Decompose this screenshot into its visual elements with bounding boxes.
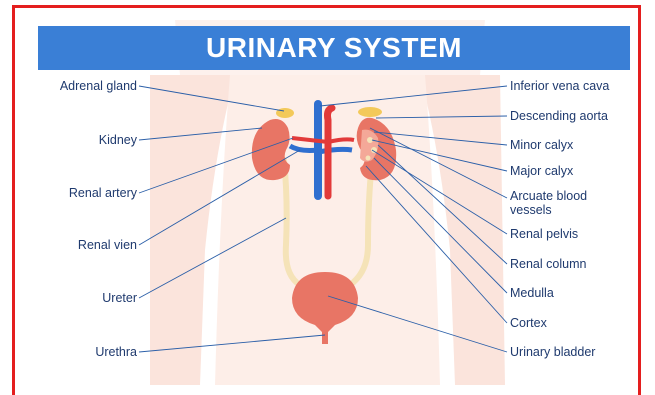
- label-medulla: Medulla: [510, 286, 554, 300]
- label-urethra: Urethra: [40, 345, 137, 359]
- label-descending-aorta: Descending aorta: [510, 109, 608, 123]
- left-adrenal-gland: [276, 108, 294, 118]
- label-arcuate-blood-vessels: Arcuate blood vessels: [510, 189, 587, 217]
- right-adrenal-gland: [358, 107, 382, 117]
- label-renal-artery: Renal artery: [40, 186, 137, 200]
- label-renal-column: Renal column: [510, 257, 586, 271]
- label-arcuate-line2: vessels: [510, 203, 587, 217]
- label-ureter: Ureter: [40, 291, 137, 305]
- label-kidney: Kidney: [40, 133, 137, 147]
- label-adrenal-gland: Adrenal gland: [40, 79, 137, 93]
- diagram-title: URINARY SYSTEM: [206, 32, 462, 64]
- label-inferior-vena-cava: Inferior vena cava: [510, 79, 609, 93]
- title-banner: URINARY SYSTEM: [38, 26, 630, 70]
- label-renal-pelvis: Renal pelvis: [510, 227, 578, 241]
- label-urinary-bladder: Urinary bladder: [510, 345, 595, 359]
- label-renal-vein: Renal vien: [40, 238, 137, 252]
- label-major-calyx: Major calyx: [510, 164, 573, 178]
- label-minor-calyx: Minor calyx: [510, 138, 573, 152]
- label-arcuate-line1: Arcuate blood: [510, 189, 587, 203]
- label-cortex: Cortex: [510, 316, 547, 330]
